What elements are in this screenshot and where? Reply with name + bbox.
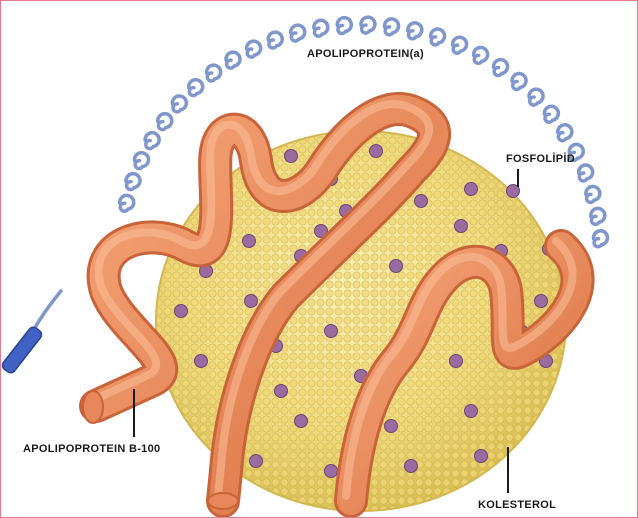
coil-loop: [494, 60, 508, 76]
cholesterol-dot: [535, 295, 548, 308]
cholesterol-dot: [195, 355, 208, 368]
coil-loop: [385, 19, 399, 35]
cholesterol-dot: [285, 150, 298, 163]
cholesterol-dot: [405, 460, 418, 473]
coil-loop: [145, 133, 159, 149]
cholesterol-dot: [475, 450, 488, 463]
coil-loop: [226, 52, 240, 68]
cholesterol-dot: [175, 305, 188, 318]
coil-loop: [135, 153, 149, 169]
cholesterol-dot: [325, 465, 338, 478]
coil-loop: [431, 29, 445, 45]
coil-loop: [126, 174, 140, 190]
coil-loop: [361, 17, 375, 33]
coil-loop: [408, 23, 422, 39]
label-fosfolipid: FOSFOLİPİD: [506, 153, 575, 165]
cholesterol-dot: [243, 235, 256, 248]
coil-loop: [158, 114, 172, 130]
cholesterol-dot: [295, 415, 308, 428]
coil-loop: [512, 74, 526, 90]
label-apolipoprotein-b100: APOLIPOPROTEIN B-100: [23, 443, 160, 455]
cholesterol-dot: [390, 260, 403, 273]
coil-loop: [529, 89, 543, 105]
cholesterol-dot: [465, 405, 478, 418]
coil-loop: [120, 195, 134, 211]
coil-loop: [207, 65, 221, 81]
cholesterol-dot: [325, 325, 338, 338]
coil-loop: [337, 18, 351, 34]
coil-loop: [579, 165, 593, 181]
apolipoprotein-a-tip: [1, 325, 44, 375]
coil-loop: [474, 47, 488, 63]
coil-loop: [172, 96, 186, 112]
coil-loop: [453, 37, 467, 53]
coil-loop: [586, 186, 600, 202]
cholesterol-dot: [450, 355, 463, 368]
cholesterol-dot: [415, 195, 428, 208]
cholesterol-dot: [385, 420, 398, 433]
coil-loop: [291, 25, 305, 41]
cholesterol-dot: [275, 385, 288, 398]
cholesterol-dot: [455, 220, 468, 233]
coil-loop: [314, 20, 328, 36]
coil-loop: [558, 125, 572, 141]
cholesterol-dot: [370, 145, 383, 158]
coil-loop: [189, 80, 203, 96]
coil-loop: [593, 231, 607, 247]
coil-loop: [544, 106, 558, 122]
cholesterol-dot: [245, 295, 258, 308]
label-apolipoprotein-a: APOLIPOPROTEIN(a): [307, 48, 424, 60]
coil-loop: [591, 208, 605, 224]
cholesterol-dot: [250, 455, 263, 468]
label-kolesterol: KOLESTEROL: [478, 499, 556, 511]
coil-loop: [247, 41, 261, 57]
cholesterol-dot: [465, 183, 478, 196]
coil-loop: [268, 32, 282, 48]
